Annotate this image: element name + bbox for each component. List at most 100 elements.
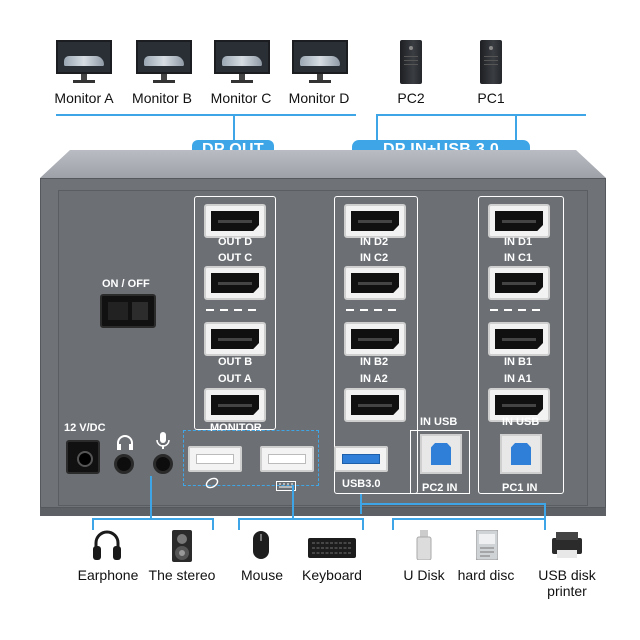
pc1-label: PC1 [477, 90, 505, 106]
udisk-image [416, 530, 432, 565]
hard-disc-image [475, 529, 499, 565]
top-drop-monitors [233, 114, 235, 142]
dp-port-in-b2[interactable] [344, 322, 406, 356]
dash [346, 309, 354, 311]
dp-port-out-a[interactable] [204, 388, 266, 422]
earphone-drop [92, 518, 94, 530]
keyboard-drop [362, 518, 364, 530]
dash [374, 309, 382, 311]
port-label-in-d2: IN D2 [360, 236, 389, 248]
stereo-image [172, 530, 192, 567]
monitor-b-image [136, 40, 192, 84]
pc2-tower-image [400, 40, 422, 84]
dp-port-in-a2[interactable] [344, 388, 406, 422]
monitor-d-image [292, 40, 348, 84]
power-switch[interactable] [100, 294, 156, 328]
pc1-group-footer: PC1 IN [502, 482, 538, 494]
dash [206, 309, 214, 311]
audio-line [92, 518, 214, 520]
dash [490, 309, 498, 311]
microphone-icon [156, 432, 170, 455]
dp-port-in-d1[interactable] [488, 204, 550, 238]
usb-a-mouse-port[interactable] [188, 446, 242, 472]
dp-port-in-c1[interactable] [488, 266, 550, 300]
storage-line [392, 518, 546, 520]
port-label-in-c1: IN C1 [504, 252, 533, 264]
monitor-c-label: Monitor C [210, 90, 272, 106]
keyboard-icon [276, 478, 296, 496]
mouse-image [252, 530, 270, 565]
usb3-line-a [360, 503, 546, 505]
pc1-usb-b-port[interactable] [500, 434, 542, 474]
port-label-in-a2: IN A2 [360, 373, 388, 385]
monitor-b-label: Monitor B [132, 90, 192, 106]
monitor-a-label: Monitor A [54, 90, 114, 106]
monitor-c-image [214, 40, 270, 84]
earphone-label: Earphone [77, 567, 139, 583]
power-switch-label: ON / OFF [102, 278, 150, 290]
dp-port-in-a1[interactable] [488, 388, 550, 422]
dp-port-out-b[interactable] [204, 322, 266, 356]
dash [388, 309, 396, 311]
usb-a-keyboard-port[interactable] [260, 446, 314, 472]
port-label-out-c: OUT C [218, 252, 253, 264]
pc2-input-group [334, 196, 418, 494]
hard-disc-label: hard disc [457, 567, 515, 583]
mouse-drop [238, 518, 240, 530]
dc-power-jack[interactable] [66, 440, 100, 474]
peripheral-usb-frame [183, 430, 319, 486]
pc2-label: PC2 [397, 90, 425, 106]
printer-label-line2: printer [547, 583, 587, 599]
pc2-usb-b-port[interactable] [420, 434, 462, 474]
top-drop-pcs-right [515, 114, 517, 142]
printer-label-line1: USB disk [538, 567, 596, 583]
mouse-label: Mouse [240, 567, 284, 583]
top-drop-pcs-left [376, 114, 378, 142]
storage-stem [544, 503, 546, 520]
printer-drop [544, 518, 546, 530]
usb3-port[interactable] [334, 446, 388, 472]
pc2-usb-label: IN USB [420, 416, 458, 428]
port-label-in-a1: IN A1 [504, 373, 532, 385]
monitor-group-footer: MONITOR [210, 422, 262, 434]
earphone-image [92, 528, 122, 567]
dash [518, 309, 526, 311]
monitor-a-image [56, 40, 112, 84]
top-line-monitors [56, 114, 356, 116]
mouse-icon [204, 476, 220, 494]
keyboard-label: Keyboard [302, 567, 362, 583]
port-label-in-b1: IN B1 [504, 356, 533, 368]
dash [234, 309, 242, 311]
monitor-output-group [194, 196, 276, 430]
stereo-label: The stereo [148, 567, 216, 583]
pc1-usb-label: IN USB [502, 416, 540, 428]
pc1-input-group [478, 196, 564, 494]
microphone-jack[interactable] [153, 454, 173, 474]
dash [360, 309, 368, 311]
peripheral-drop [292, 486, 294, 520]
dp-port-out-c[interactable] [204, 266, 266, 300]
keyboard-image [308, 538, 356, 563]
monitor-d-label: Monitor D [288, 90, 350, 106]
port-label-in-d1: IN D1 [504, 236, 533, 248]
port-label-out-a: OUT A [218, 373, 252, 385]
udisk-drop [392, 518, 394, 530]
dp-port-out-d[interactable] [204, 204, 266, 238]
dp-port-in-c2[interactable] [344, 266, 406, 300]
printer-image [550, 530, 584, 565]
top-line-pcs [376, 114, 586, 116]
dash [220, 309, 228, 311]
port-label-in-c2: IN C2 [360, 252, 389, 264]
peripheral-line [238, 518, 364, 520]
headphone-icon [116, 434, 134, 455]
dp-port-in-d2[interactable] [344, 204, 406, 238]
port-label-out-b: OUT B [218, 356, 253, 368]
headphone-jack[interactable] [114, 454, 134, 474]
stereo-drop [212, 518, 214, 530]
pc1-tower-image [480, 40, 502, 84]
port-label-in-b2: IN B2 [360, 356, 389, 368]
audio-drop [150, 476, 152, 520]
usb3-label: USB3.0 [342, 478, 381, 490]
dash [248, 309, 256, 311]
dp-port-in-b1[interactable] [488, 322, 550, 356]
